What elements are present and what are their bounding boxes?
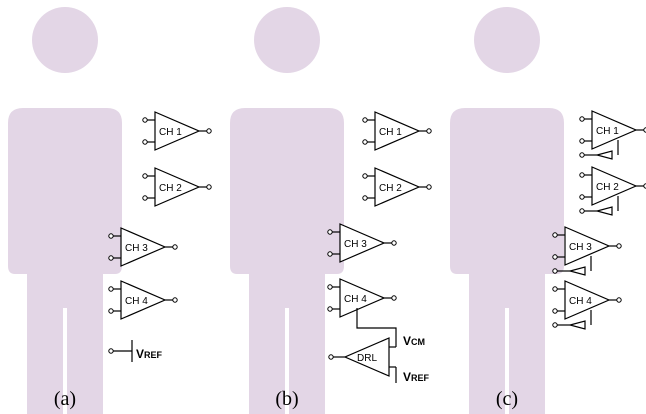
vcm-label: VCM <box>403 334 425 348</box>
panel-b: CH 1 CH 2 CH 3 CH 4 VCM DRL VREF <box>230 7 432 414</box>
channel-amp: CH 4 <box>552 280 622 330</box>
caption-c: (c) <box>496 388 518 410</box>
channel-amp: CH 3 <box>108 227 178 267</box>
vref-label: VREF <box>136 347 163 361</box>
channel-label: CH 3 <box>125 243 148 254</box>
drl-circuit: VCM DRL VREF <box>328 308 430 384</box>
channel-label: CH 1 <box>596 126 619 137</box>
channel-amp: CH 3 <box>552 226 622 276</box>
channel-label: CH 4 <box>344 294 367 305</box>
vref-terminal: VREF <box>108 340 163 362</box>
body-silhouette <box>8 7 122 414</box>
drl-label: DRL <box>357 353 377 364</box>
channel-amp: CH 4 <box>108 280 178 320</box>
channel-label: CH 3 <box>569 242 592 253</box>
channel-amp: CH 2 <box>362 167 432 207</box>
channel-label: CH 1 <box>159 127 182 138</box>
channel-label: CH 4 <box>569 296 592 307</box>
channel-amp: CH 2 <box>142 167 212 207</box>
channel-amp: CH 1 <box>579 110 646 160</box>
channel-amp: CH 2 <box>579 166 646 216</box>
body-silhouette <box>230 7 344 414</box>
caption-a: (a) <box>54 388 76 410</box>
channel-label: CH 2 <box>159 183 182 194</box>
channel-amp: CH 3 <box>327 223 397 263</box>
channel-amp: CH 4 <box>327 278 397 318</box>
channel-amp: CH 1 <box>142 111 212 151</box>
body-silhouette <box>450 7 564 414</box>
channel-amp: CH 1 <box>362 111 432 151</box>
drl-amplifier <box>343 337 390 377</box>
channel-label: CH 2 <box>379 183 402 194</box>
channel-label: CH 3 <box>344 239 367 250</box>
channel-label: CH 4 <box>125 296 148 307</box>
vref-label: VREF <box>403 370 430 384</box>
caption-b: (b) <box>275 388 298 410</box>
panel-a: CH 1 CH 2 CH 3 CH 4 VREF (a) <box>8 7 212 414</box>
panel-c: CH 1 CH 2 CH 3 CH 4 (c) <box>450 7 646 414</box>
channel-label: CH 1 <box>379 127 402 138</box>
channel-label: CH 2 <box>596 182 619 193</box>
